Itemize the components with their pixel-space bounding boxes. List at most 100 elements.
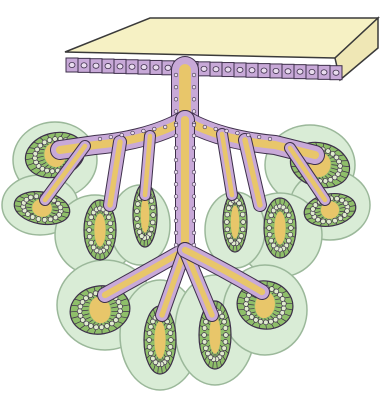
secretory-cell-nucleus bbox=[202, 339, 207, 344]
acinus bbox=[223, 192, 247, 252]
secretory-cell-nucleus bbox=[240, 212, 245, 217]
secretory-cell-nucleus bbox=[284, 208, 289, 213]
surface-cell-nucleus bbox=[69, 62, 75, 67]
secretory-cell-nucleus bbox=[135, 209, 140, 214]
secretory-cell-nucleus bbox=[239, 233, 244, 238]
secretory-cell-nucleus bbox=[223, 333, 228, 338]
duct-cell-nucleus bbox=[192, 97, 196, 101]
duct-cell-nucleus bbox=[192, 134, 196, 138]
secretory-cell-nucleus bbox=[225, 212, 230, 217]
duct-cell-nucleus bbox=[120, 133, 124, 137]
surface-cell-nucleus bbox=[93, 63, 99, 68]
secretory-cell-nucleus bbox=[148, 324, 153, 329]
secretory-cell-nucleus bbox=[137, 230, 142, 235]
secretory-cell-nucleus bbox=[220, 314, 225, 319]
duct-cell-nucleus bbox=[192, 207, 196, 211]
secretory-cell-nucleus bbox=[89, 215, 94, 220]
surface-cell-nucleus bbox=[249, 68, 255, 73]
secretory-cell-nucleus bbox=[288, 219, 293, 224]
duct-cell-nucleus bbox=[192, 231, 196, 235]
duct-cell-nucleus bbox=[152, 127, 156, 131]
acinus-lumen bbox=[154, 321, 165, 358]
duct-cell-nucleus bbox=[192, 146, 196, 150]
secretory-cell-nucleus bbox=[205, 351, 210, 356]
duct-cell-nucleus bbox=[192, 123, 196, 127]
secretory-cell-nucleus bbox=[286, 213, 291, 218]
secretory-cell-nucleus bbox=[271, 243, 276, 248]
secretory-cell-nucleus bbox=[168, 344, 173, 349]
secretory-cell-nucleus bbox=[241, 220, 246, 225]
secretory-cell-nucleus bbox=[106, 215, 111, 220]
duct-cell-nucleus bbox=[174, 231, 178, 235]
acinus-lumen bbox=[94, 214, 105, 247]
duct-cell-nucleus bbox=[174, 123, 178, 127]
secretory-cell-nucleus bbox=[224, 220, 229, 225]
secretory-cell-nucleus bbox=[202, 326, 207, 331]
duct-cell-nucleus bbox=[174, 146, 178, 150]
duct-cell-nucleus bbox=[246, 133, 250, 137]
acinus-lumen bbox=[231, 206, 239, 239]
secretory-cell-nucleus bbox=[237, 201, 242, 206]
secretory-cell-nucleus bbox=[135, 224, 140, 229]
secretory-cell-nucleus bbox=[269, 213, 274, 218]
secretory-cell-nucleus bbox=[147, 338, 152, 343]
duct-cell-nucleus bbox=[192, 195, 196, 199]
secretory-cell-nucleus bbox=[167, 324, 172, 329]
surface-cell-nucleus bbox=[129, 64, 135, 69]
duct-cell-nucleus bbox=[163, 125, 167, 129]
secretory-cell-nucleus bbox=[267, 219, 272, 224]
secretory-cell-nucleus bbox=[226, 206, 231, 211]
secretory-cell-nucleus bbox=[167, 351, 172, 356]
duct-cell-nucleus bbox=[174, 170, 178, 174]
secretory-cell-nucleus bbox=[223, 339, 228, 344]
surface-cell-nucleus bbox=[309, 69, 315, 74]
duct-cell-nucleus bbox=[174, 207, 178, 211]
duct-cell-nucleus bbox=[98, 137, 102, 141]
secretory-cell-nucleus bbox=[267, 232, 272, 237]
surface-cell-nucleus bbox=[237, 67, 243, 72]
duct-cell-nucleus bbox=[236, 131, 240, 135]
surface-cell-nucleus bbox=[141, 65, 147, 70]
surface-cell-nucleus bbox=[225, 67, 231, 72]
surface-cell-nucleus bbox=[273, 68, 279, 73]
secretory-cell-nucleus bbox=[87, 234, 92, 239]
secretory-cell-nucleus bbox=[168, 331, 173, 336]
acinus bbox=[264, 198, 296, 258]
secretory-cell-nucleus bbox=[150, 205, 155, 210]
duct-cell-nucleus bbox=[268, 137, 272, 141]
surface-cell-nucleus bbox=[321, 70, 327, 75]
secretory-cell-nucleus bbox=[151, 213, 156, 218]
duct-cell-nucleus bbox=[192, 170, 196, 174]
duct-cell-nucleus bbox=[192, 73, 196, 77]
duct-cell-nucleus bbox=[131, 131, 135, 135]
surface-plane bbox=[65, 18, 378, 58]
secretory-cell-nucleus bbox=[202, 333, 207, 338]
secretory-cell-nucleus bbox=[91, 245, 96, 250]
secretory-cell-nucleus bbox=[148, 351, 153, 356]
secretory-cell-nucleus bbox=[89, 240, 94, 245]
secretory-cell-nucleus bbox=[269, 238, 274, 243]
secretory-cell-nucleus bbox=[203, 346, 208, 351]
duct-cell-nucleus bbox=[174, 134, 178, 138]
secretory-cell-nucleus bbox=[87, 221, 92, 226]
secretory-cell-nucleus bbox=[222, 319, 227, 324]
secretory-cell-nucleus bbox=[240, 227, 245, 232]
secretory-cell-nucleus bbox=[223, 326, 228, 331]
duct-cell-nucleus bbox=[174, 85, 178, 89]
secretory-cell-nucleus bbox=[147, 331, 152, 336]
surface-cell-nucleus bbox=[285, 69, 291, 74]
epithelial-surface bbox=[65, 18, 378, 80]
duct-cell-nucleus bbox=[174, 110, 178, 114]
duct-cell-nucleus bbox=[192, 85, 196, 89]
surface-cell-nucleus bbox=[201, 66, 207, 71]
secretory-cell-nucleus bbox=[147, 344, 152, 349]
duct-cell-nucleus bbox=[174, 243, 178, 247]
surface-cell-nucleus bbox=[153, 65, 159, 70]
secretory-cell-nucleus bbox=[229, 238, 234, 243]
secretory-cell-nucleus bbox=[135, 202, 140, 207]
secretory-cell-nucleus bbox=[150, 356, 155, 361]
duct-cell-nucleus bbox=[192, 110, 196, 114]
duct-cell-nucleus bbox=[192, 219, 196, 223]
